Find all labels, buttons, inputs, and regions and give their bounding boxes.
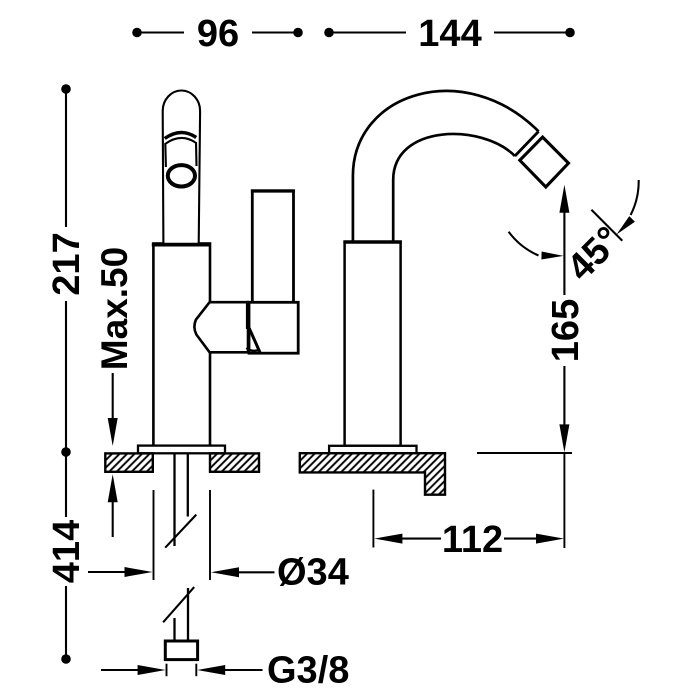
- svg-text:Max.50: Max.50: [94, 247, 135, 370]
- svg-text:144: 144: [418, 13, 481, 55]
- svg-text:96: 96: [197, 13, 239, 55]
- svg-text:G3/8: G3/8: [267, 650, 349, 692]
- svg-text:165: 165: [545, 299, 587, 362]
- svg-text:414: 414: [46, 520, 88, 583]
- svg-text:217: 217: [46, 232, 88, 295]
- svg-text:Ø34: Ø34: [277, 552, 349, 594]
- svg-text:112: 112: [442, 519, 503, 561]
